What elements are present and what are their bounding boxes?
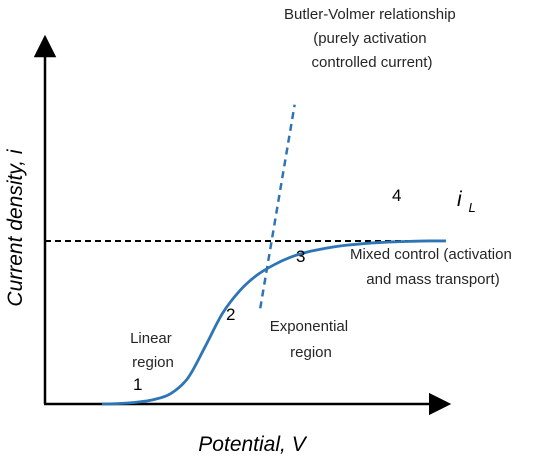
exponential-region-label-line-1: Exponential xyxy=(270,318,348,335)
current-potential-curve xyxy=(101,239,447,406)
mixed-control-label-line-1: Mixed control (activation xyxy=(350,246,512,263)
y-axis-title: Current density, i xyxy=(4,148,27,307)
point-1-label: 1 xyxy=(133,375,142,394)
limiting-current-label-main: i xyxy=(457,188,463,211)
point-2-label: 2 xyxy=(226,305,235,324)
point-3-label: 3 xyxy=(296,247,305,266)
linear-region-label-line-2: region xyxy=(132,354,174,371)
linear-region-label: Linear region xyxy=(130,330,176,371)
limiting-current-label: i L xyxy=(457,188,476,215)
butler-volmer-label-line-3: controlled current) xyxy=(312,54,433,71)
mixed-control-label: Mixed control (activation and mass trans… xyxy=(350,246,516,288)
exponential-region-label-line-2: region xyxy=(290,344,332,361)
exponential-region-label: Exponential region xyxy=(270,318,353,361)
butler-volmer-label: Butler-Volmer relationship (purely activ… xyxy=(284,6,460,71)
butler-volmer-label-line-1: Butler-Volmer relationship xyxy=(284,6,456,23)
limiting-current-label-sub: L xyxy=(469,200,476,215)
point-4-label: 4 xyxy=(392,186,401,205)
linear-region-label-line-1: Linear xyxy=(130,330,172,347)
mixed-control-label-line-2: and mass transport) xyxy=(366,271,499,288)
butler-volmer-line xyxy=(259,104,296,309)
x-axis-title: Potential, V xyxy=(198,433,307,456)
butler-volmer-label-line-2: (purely activation xyxy=(313,30,426,47)
